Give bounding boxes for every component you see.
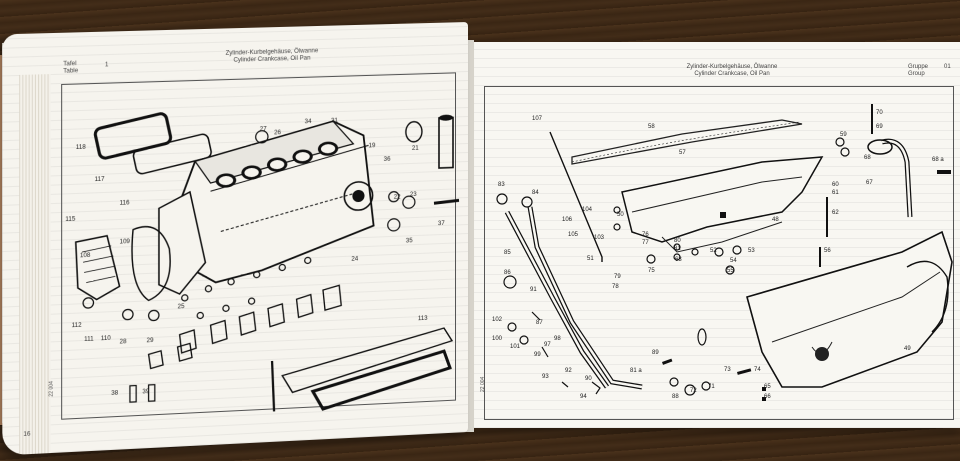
callout-23: 23 xyxy=(409,191,417,199)
callout-70: 70 xyxy=(876,110,883,116)
callout-34: 34 xyxy=(304,118,312,126)
callout-90: 90 xyxy=(585,376,592,382)
callout-39: 39 xyxy=(142,388,150,396)
callout-98: 98 xyxy=(554,336,561,342)
callout-51: 51 xyxy=(587,256,594,262)
callout-78: 78 xyxy=(612,284,619,290)
right-title-de: Zylinder-Kurbelgehäuse, Ölwanne xyxy=(686,64,778,70)
callout-54: 54 xyxy=(730,258,737,264)
callout-58: 58 xyxy=(648,124,655,130)
callout-85: 85 xyxy=(504,250,511,256)
callout-109: 109 xyxy=(119,238,130,246)
callout-71: 71 xyxy=(708,384,715,390)
callout-92: 92 xyxy=(565,368,572,374)
callout-31: 31 xyxy=(331,118,338,125)
right-parts-diagram xyxy=(496,104,953,401)
callout-74: 74 xyxy=(754,367,761,373)
right-title-en: Cylinder Crankcase, Oil Pan xyxy=(694,71,770,77)
callout-93: 93 xyxy=(542,374,549,380)
callout-53: 53 xyxy=(748,248,755,254)
callout-36: 36 xyxy=(383,156,391,163)
callout-79: 79 xyxy=(614,274,621,280)
left-page: Tafel Table 1 Zylinder-Kurbelgehäuse, Öl… xyxy=(2,22,468,456)
callout-19: 19 xyxy=(368,143,376,150)
callout-38: 38 xyxy=(111,390,119,397)
callout-104: 104 xyxy=(582,207,593,213)
callout-28: 28 xyxy=(119,339,127,346)
callout-108: 108 xyxy=(79,252,91,260)
callout-50: 50 xyxy=(617,212,624,218)
callout-115: 115 xyxy=(65,216,76,224)
callout-99: 99 xyxy=(534,352,541,358)
callout-72: 72 xyxy=(690,388,697,394)
label-group: Group xyxy=(908,71,925,77)
callout-61: 61 xyxy=(832,190,839,196)
callout-105: 105 xyxy=(568,232,579,238)
callout-68a: 68 a xyxy=(932,157,944,163)
callout-84: 84 xyxy=(532,190,539,196)
callout-27: 27 xyxy=(259,126,267,133)
callout-111: 111 xyxy=(84,336,94,343)
callout-65: 65 xyxy=(764,384,771,390)
callout-24: 24 xyxy=(351,256,359,263)
callout-94: 94 xyxy=(580,394,587,400)
callout-35: 35 xyxy=(405,238,413,245)
callout-29: 29 xyxy=(146,337,154,345)
callout-107: 107 xyxy=(532,116,543,122)
callout-118: 118 xyxy=(75,144,86,152)
callout-62: 62 xyxy=(832,210,839,216)
group-number: 01 xyxy=(944,64,951,70)
callout-63: 63 xyxy=(675,257,682,263)
callout-37: 37 xyxy=(437,220,445,228)
callout-81: 81 xyxy=(674,246,681,252)
callout-69: 69 xyxy=(876,124,883,130)
callout-106: 106 xyxy=(562,217,573,223)
callout-68: 68 xyxy=(864,155,871,161)
callout-86: 86 xyxy=(504,270,511,276)
callout-87: 87 xyxy=(536,320,543,326)
callout-73: 73 xyxy=(724,367,731,373)
callout-102: 102 xyxy=(492,317,503,323)
callout-60: 60 xyxy=(832,182,839,188)
callout-21: 21 xyxy=(411,145,419,152)
callout-57: 57 xyxy=(679,150,686,156)
callout-66: 66 xyxy=(764,394,771,400)
callout-56: 56 xyxy=(824,248,831,254)
callout-113: 113 xyxy=(417,315,428,323)
callout-83: 83 xyxy=(498,182,505,188)
callout-81a: 81 a xyxy=(630,368,642,374)
callout-88: 88 xyxy=(672,394,679,400)
callout-91: 91 xyxy=(530,287,537,293)
callout-80: 80 xyxy=(674,238,681,244)
callout-22: 22 xyxy=(393,194,401,201)
callout-26: 26 xyxy=(274,130,281,137)
callout-100: 100 xyxy=(492,336,503,342)
callout-55: 55 xyxy=(727,268,734,274)
callout-103: 103 xyxy=(594,235,605,241)
callout-97: 97 xyxy=(544,342,551,348)
callout-59: 59 xyxy=(840,132,847,138)
right-page: Zylinder-Kurbelgehäuse, Ölwanne Cylinder… xyxy=(462,42,960,428)
callout-117: 117 xyxy=(94,176,105,184)
callout-75: 75 xyxy=(648,268,655,274)
callout-48: 48 xyxy=(772,217,779,223)
callout-110: 110 xyxy=(100,335,111,343)
callout-101: 101 xyxy=(510,344,521,350)
callout-67: 67 xyxy=(866,180,873,186)
callout-25: 25 xyxy=(177,303,185,311)
left-parts-diagram xyxy=(2,22,459,455)
callout-89: 89 xyxy=(652,350,659,356)
callout-77: 77 xyxy=(642,240,649,246)
callout-116: 116 xyxy=(119,200,130,207)
callout-112: 112 xyxy=(71,322,82,330)
callout-76: 76 xyxy=(642,232,649,238)
callout-49: 49 xyxy=(904,346,911,352)
callout-52: 52 xyxy=(710,248,717,254)
label-gruppe: Gruppe xyxy=(908,64,929,70)
